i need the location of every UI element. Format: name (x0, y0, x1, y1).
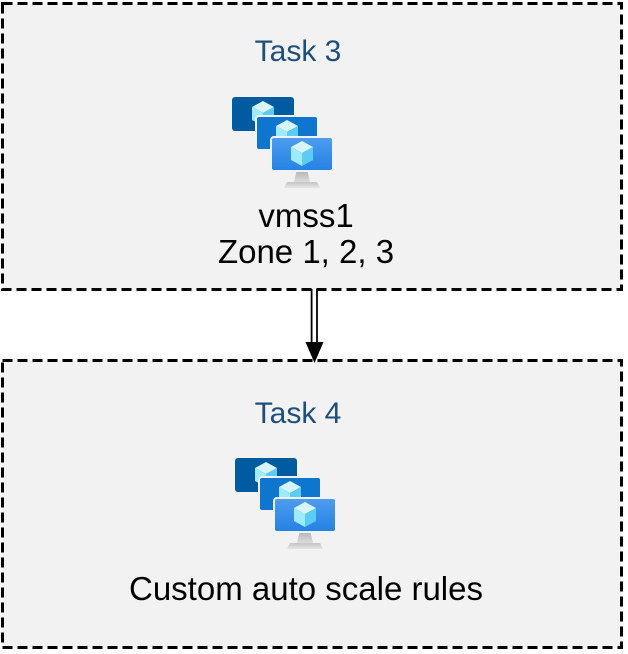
task3-title: Task 3 (254, 35, 342, 68)
down-arrow-connector (305, 289, 324, 363)
vm-scale-sets-icon (232, 97, 336, 190)
task3-box: Task 3 vmss1 Zone 1, 2, 3 (1, 2, 623, 291)
task4-title: Task 4 (254, 397, 342, 430)
zone-label: Zone 1, 2, 3 (217, 233, 395, 270)
vm-scale-sets-icon (235, 458, 339, 551)
vmss-name-label: vmss1 (258, 197, 354, 234)
task4-labels: Custom auto scale rules (0, 571, 617, 607)
task4-box: Task 4 Custom auto scale rules (1, 359, 623, 649)
autoscale-rules-label: Custom auto scale rules (129, 570, 483, 607)
task3-labels: vmss1 Zone 1, 2, 3 (0, 198, 617, 270)
